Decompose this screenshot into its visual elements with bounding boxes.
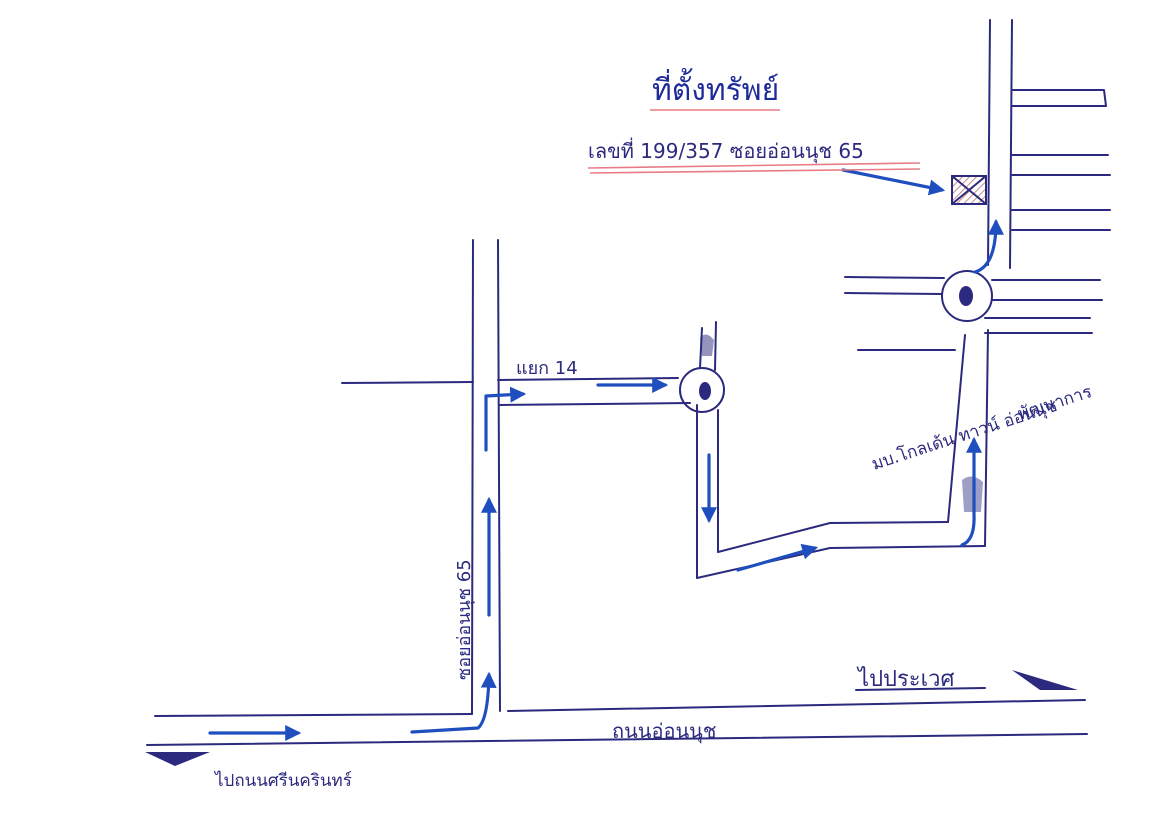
village-road <box>947 19 1013 547</box>
side-streets <box>984 89 1111 334</box>
yaek-14-label: แยก 14 <box>516 358 578 379</box>
to-prawet-label: ไปประเวศ <box>856 666 955 692</box>
direction-arrow-icon <box>736 543 819 572</box>
direction-arrow-icon <box>410 671 497 734</box>
direction-arrow-icon <box>484 386 527 452</box>
direction-arrow-icon <box>973 218 1004 274</box>
property-address: เลขที่ 199/357 ซอยอ่อนนุช 65 <box>588 137 864 164</box>
main-road-label: ถนนอ่อนนุช <box>612 719 716 744</box>
property-marker-icon <box>951 175 987 205</box>
direction-arrow-icon <box>960 436 982 547</box>
village-label-line2: พัฒนาการ <box>1015 382 1094 425</box>
main-road <box>146 699 1088 746</box>
yaek-14-road <box>497 377 691 406</box>
direction-arrow-icon <box>145 752 210 766</box>
direction-arrow-icon <box>1012 670 1078 690</box>
roundabout-icon <box>959 286 973 306</box>
route-arrows <box>145 168 1078 766</box>
soi-65-label: ซอยอ่อนนุช 65 <box>454 559 475 680</box>
roundabout-1 <box>679 321 725 413</box>
map-title: ที่ตั้งทรัพย์ <box>652 68 779 108</box>
direction-arrow-icon <box>841 168 946 196</box>
roundabout-icon <box>699 382 711 400</box>
roundabout-2 <box>844 270 993 351</box>
to-srinakarin-label: ไปถนนศรีนครินทร์ <box>213 770 352 791</box>
connector-road <box>696 404 986 579</box>
soi-65-road <box>341 239 501 715</box>
